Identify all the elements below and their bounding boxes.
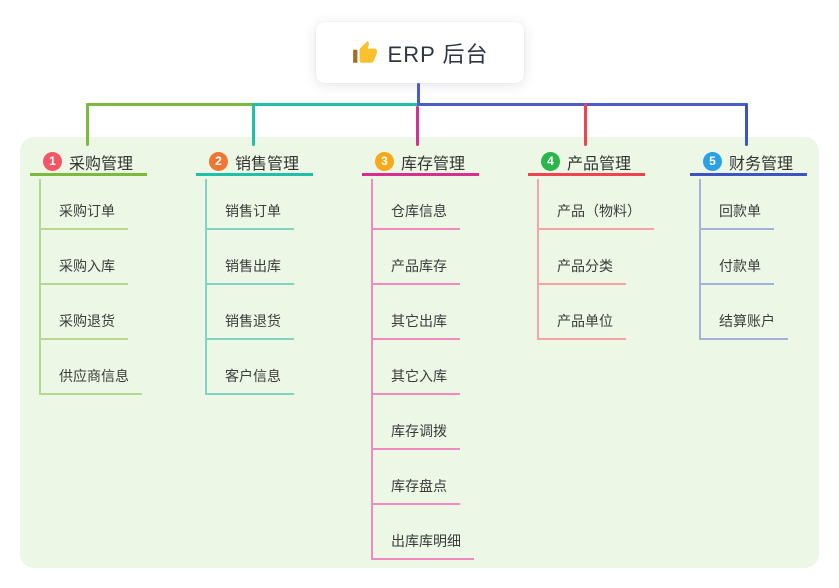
- branch-connector-line-3: [416, 106, 419, 146]
- branch-title[interactable]: 1 采购管理: [30, 150, 147, 176]
- child-label: 产品单位: [557, 313, 613, 329]
- branch-title[interactable]: 2 销售管理: [196, 150, 313, 176]
- branch-node-5: 5 财务管理 回款单付款单结算账户: [690, 150, 807, 340]
- root-stem-line: [417, 83, 420, 106]
- branch-node-1: 1 采购管理 采购订单采购入库采购退货供应商信息: [30, 150, 147, 395]
- child-node[interactable]: 库存调拨: [373, 395, 460, 450]
- child-node[interactable]: 产品库存: [373, 230, 460, 285]
- thumbs-up-icon: [352, 40, 377, 63]
- child-node[interactable]: 销售出库: [207, 230, 294, 285]
- branch-node-3: 3 库存管理 仓库信息产品库存其它出库其它入库库存调拨库存盘点出库库明细: [362, 150, 479, 560]
- children-list: 产品（物料） 产品分类产品单位: [537, 179, 654, 340]
- branch-connector-line-2: [252, 103, 255, 146]
- branch-label: 产品管理: [567, 155, 632, 173]
- child-label: 库存盘点: [391, 478, 447, 494]
- child-node[interactable]: 其它入库: [373, 340, 460, 395]
- child-node[interactable]: 采购订单: [41, 179, 128, 230]
- rail-left-green: [86, 103, 255, 106]
- branch-number-badge: 4: [541, 152, 560, 171]
- child-label: 付款单: [719, 258, 761, 274]
- child-node[interactable]: 产品（物料）: [539, 179, 654, 230]
- branch-node-4: 4 产品管理 产品（物料） 产品分类产品单位: [528, 150, 654, 340]
- branch-label: 采购管理: [69, 155, 134, 173]
- child-label: 采购入库: [59, 258, 115, 274]
- child-node[interactable]: 出库库明细: [373, 505, 474, 560]
- child-node[interactable]: 客户信息: [207, 340, 294, 395]
- rail-right-blue: [417, 103, 748, 106]
- branch-node-2: 2 销售管理 销售订单销售出库销售退货客户信息: [196, 150, 313, 395]
- children-list: 仓库信息产品库存其它出库其它入库库存调拨库存盘点出库库明细: [371, 179, 474, 560]
- branch-number-badge: 3: [375, 152, 394, 171]
- branch-title[interactable]: 3 库存管理: [362, 150, 479, 176]
- child-label: 产品分类: [557, 258, 613, 274]
- child-node[interactable]: 仓库信息: [373, 179, 460, 230]
- branch-connector-line-4: [584, 103, 587, 146]
- child-label: 采购订单: [59, 203, 115, 219]
- child-node[interactable]: 销售退货: [207, 285, 294, 340]
- branch-number-badge: 1: [43, 152, 62, 171]
- branch-title[interactable]: 5 财务管理: [690, 150, 807, 176]
- child-label: 销售订单: [225, 203, 281, 219]
- child-node[interactable]: 销售订单: [207, 179, 294, 230]
- child-label: 销售退货: [225, 313, 281, 329]
- child-node[interactable]: 产品分类: [539, 230, 626, 285]
- branch-title[interactable]: 4 产品管理: [528, 150, 645, 176]
- branch-number-badge: 2: [209, 152, 228, 171]
- child-label: 回款单: [719, 203, 761, 219]
- child-node[interactable]: 结算账户: [701, 285, 788, 340]
- child-label: 供应商信息: [59, 368, 129, 384]
- content-panel: [20, 137, 819, 568]
- branch-label: 销售管理: [235, 155, 300, 173]
- child-label: 产品（物料）: [557, 203, 641, 219]
- child-label: 客户信息: [225, 368, 281, 384]
- root-node[interactable]: ERP 后台: [316, 22, 524, 83]
- child-label: 库存调拨: [391, 423, 447, 439]
- branch-connector-line-1: [86, 103, 89, 146]
- children-list: 回款单付款单结算账户: [699, 179, 788, 340]
- child-node[interactable]: 采购退货: [41, 285, 128, 340]
- branch-label: 库存管理: [401, 155, 466, 173]
- child-label: 结算账户: [719, 313, 775, 329]
- child-label: 产品库存: [391, 258, 447, 274]
- branch-number-badge: 5: [703, 152, 722, 171]
- branch-label: 财务管理: [729, 155, 794, 173]
- child-label: 仓库信息: [391, 203, 447, 219]
- child-label: 出库库明细: [391, 533, 461, 549]
- children-list: 销售订单销售出库销售退货客户信息: [205, 179, 294, 395]
- child-node[interactable]: 采购入库: [41, 230, 128, 285]
- child-node[interactable]: 回款单: [701, 179, 774, 230]
- child-node[interactable]: 付款单: [701, 230, 774, 285]
- child-node[interactable]: 其它出库: [373, 285, 460, 340]
- child-node[interactable]: 库存盘点: [373, 450, 460, 505]
- children-list: 采购订单采购入库采购退货供应商信息: [39, 179, 142, 395]
- root-label: ERP 后台: [387, 41, 489, 67]
- child-label: 其它入库: [391, 368, 447, 384]
- child-label: 销售出库: [225, 258, 281, 274]
- child-label: 采购退货: [59, 313, 115, 329]
- child-label: 其它出库: [391, 313, 447, 329]
- child-node[interactable]: 产品单位: [539, 285, 626, 340]
- branch-connector-line-5: [745, 103, 748, 146]
- rail-left-teal: [253, 103, 419, 106]
- child-node[interactable]: 供应商信息: [41, 340, 142, 395]
